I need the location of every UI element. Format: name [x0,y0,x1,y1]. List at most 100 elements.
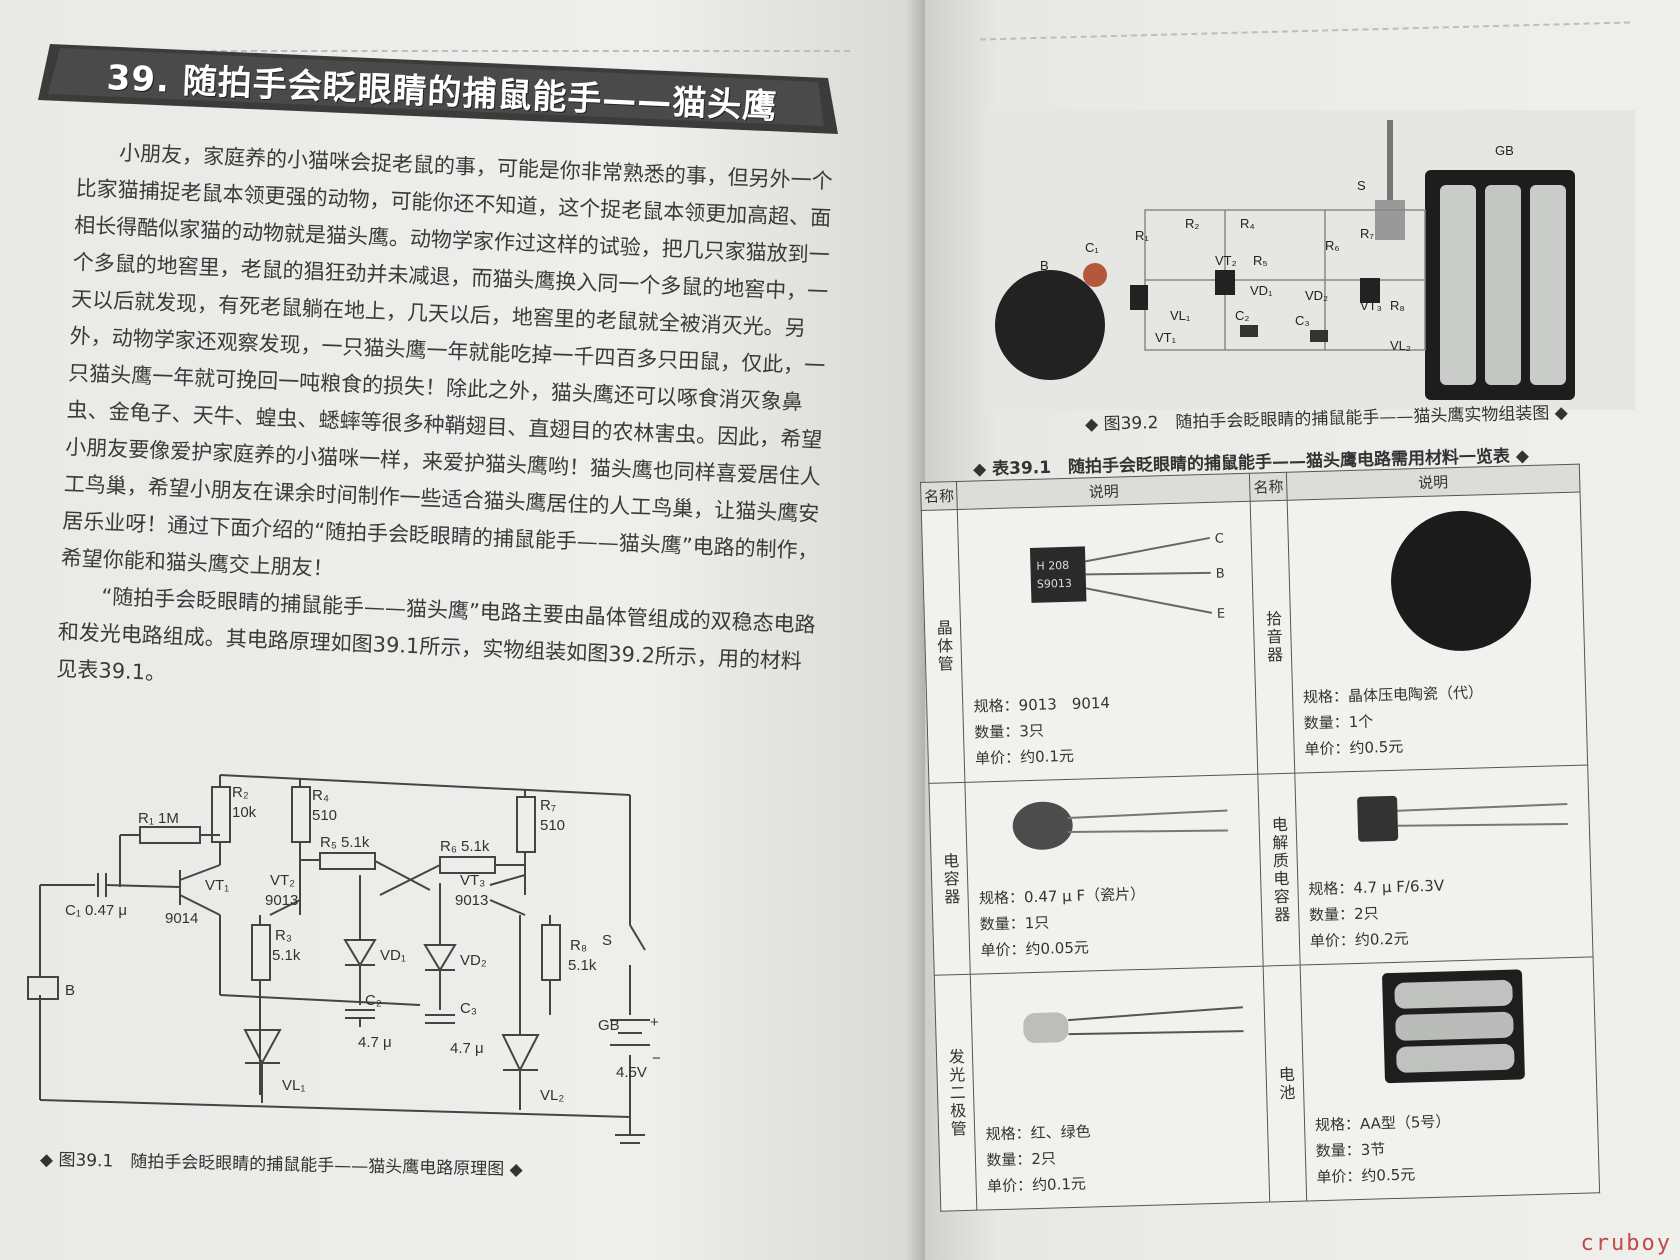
part-name: 电解质电容器 [1258,772,1301,967]
label-c1: C₁ 0.47 μ [65,902,127,919]
photo-label-r2: R₂ [1185,216,1199,231]
photo-label-c3: C₃ [1295,313,1310,328]
label-r8: R₈ [570,937,587,954]
transistor-mark-bottom: S9013 [1037,577,1072,591]
transistor-pin-b: B [1216,566,1225,581]
photo-label-b: B [1040,258,1049,273]
photo-label-vt2: VT₂ [1215,253,1237,268]
label-r7: R₇ [540,797,556,814]
part-spec: 规格：AA型（5号） [1314,1112,1451,1135]
part-specs: 规格：红、绿色 数量：2只 单价：约0.1元 [985,1118,1092,1199]
part-price: 单价：约0.2元 [1309,930,1409,951]
label-r2: R₂ [232,784,249,801]
label-vt3-value: 9013 [455,892,488,909]
transistor-photo: C B E H 208 S9013 [1030,531,1226,622]
top-dashed-rule [60,50,850,52]
part-price: 单价：约0.5元 [1304,737,1404,759]
part-qty: 数量：3只 [974,721,1045,742]
watermark: cruboy [1580,1231,1672,1256]
photo-label-c2: C₂ [1235,308,1249,323]
label-vl2: VL₂ [540,1087,564,1104]
part-name: 电容器 [928,782,971,976]
label-c3: C₃ [460,1000,477,1017]
part-spec: 规格：红、绿色 [985,1122,1091,1144]
part-specs: 规格：4.7 μ F/6.3V 数量：2只 单价：约0.2元 [1308,873,1446,955]
part-price: 单价：约0.5元 [1316,1165,1416,1187]
label-vt3: VT₃ [460,872,485,889]
part-spec: 规格：晶体压电陶瓷（代） [1302,683,1484,707]
label-r3-value: 5.1k [272,947,301,964]
transistor-pin-e: E [1217,606,1226,621]
part-spec: 规格：4.7 μ F/6.3V [1308,876,1445,899]
label-r3: R₃ [275,927,292,944]
part-desc: C B E H 208 S9013 规格：9013 9014 数量：3只 单价：… [957,501,1259,783]
table-row: 发光二极管 规格：红、绿色 数量：2只 单价：约0.1元 电池 [934,957,1600,1212]
photo-label-r6: R₆ [1325,238,1340,253]
electrolytic-photo [1356,795,1568,842]
part-specs: 规格：9013 9014 数量：3只 单价：约0.1元 [973,690,1111,772]
photo-label-c1: C₁ [1085,240,1099,255]
photo-label-r7: R₇ [1360,226,1374,241]
part-specs: 规格：0.47 μ F（瓷片） 数量：1只 单价：约0.05元 [979,881,1147,964]
label-c2-value: 4.7 μ [358,1034,392,1051]
label-r2-value: 10k [232,804,257,821]
capacitor-photo [1013,801,1229,850]
photo-label-vl2: VL₂ [1390,338,1411,353]
label-gb-value: 4.5V [616,1064,647,1081]
led-photo [1023,1006,1244,1044]
header-name-1: 名称 [920,481,958,511]
chapter-title-banner: 39. 随拍手会眨眼睛的捕鼠能手——猫头鹰 [38,42,848,138]
photo-label-r1: R₁ [1135,228,1149,243]
part-desc: 规格：红、绿色 数量：2只 单价：约0.1元 [970,966,1271,1211]
label-r1: R₁ 1M [138,810,179,827]
left-page: 39. 随拍手会眨眼睛的捕鼠能手——猫头鹰 小朋友，家庭养的小猫咪会捉老鼠的事，… [0,0,925,1260]
part-qty: 数量：2只 [1308,904,1379,925]
photo-label-vt3: VT₃ [1360,298,1382,313]
label-r7-value: 510 [540,817,565,834]
body-text: 小朋友，家庭养的小猫咪会捉老鼠的事，可能是你非常熟悉的事，但另外一个比家猫捕捉老… [0,130,839,718]
title-banner-shape [38,44,838,134]
battery-holder-photo [1381,969,1525,1084]
label-vt2-value: 9013 [265,892,298,909]
photo-label-gb: GB [1495,143,1514,158]
photo-label-r5: R₅ [1253,253,1268,268]
body-paragraph-1: 小朋友，家庭养的小猫咪会捉老鼠的事，可能是你非常熟悉的事，但另外一个比家猫捕捉老… [60,140,834,581]
part-desc: 规格：4.7 μ F/6.3V 数量：2只 单价：约0.2元 [1294,764,1594,966]
label-vl1: VL₁ [282,1077,305,1094]
label-vd2: VD₂ [460,952,487,969]
label-s: S [602,932,612,949]
photo-label-vt1: VT₁ [1155,330,1177,345]
part-desc: 规格：0.47 μ F（瓷片） 数量：1只 单价：约0.05元 [965,773,1264,975]
label-vt1: VT₁ [205,877,229,894]
transistor-mark-top: H 208 [1037,559,1070,573]
photo-label-r8: R₈ [1390,298,1405,313]
label-gb: GB [598,1017,620,1034]
part-price: 单价：约0.05元 [980,938,1090,960]
header-name-2: 名称 [1249,472,1288,502]
part-spec: 规格：9013 9014 [973,693,1111,716]
label-vd1: VD₁ [380,947,406,964]
label-r8-value: 5.1k [568,957,597,974]
label-c3-value: 4.7 μ [450,1040,484,1057]
label-vt1-value: 9014 [165,910,198,927]
part-qty: 数量：3节 [1315,1140,1386,1161]
photo-label-s: S [1357,178,1366,193]
table-row: 电容器 规格：0.47 μ F（瓷片） 数量：1只 单价：约0.05元 电解质电… [928,764,1594,976]
assembly-photo: GB S B C₁ R₁ R₂ R₄ R₅ R₆ R₇ R₈ VT₂ VL₁ V… [985,110,1635,410]
transistor-pin-c: C [1215,531,1224,546]
top-dashed-rule-right [980,21,1630,41]
label-r4-value: 510 [312,807,337,824]
part-price: 单价：约0.1元 [986,1174,1087,1196]
label-r5: R₅ 5.1k [320,834,370,851]
label-minus: − [652,1050,660,1067]
label-vt2: VT₂ [270,872,295,889]
circuit-schematic: R₂ 10k R₁ 1M R₄ 510 R₅ 5.1k R₆ 5.1k R₇ 5… [27,774,660,1144]
label-b: B [65,982,75,999]
part-specs: 规格：AA型（5号） 数量：3节 单价：约0.5元 [1315,1108,1453,1190]
part-price: 单价：约0.1元 [974,746,1075,768]
part-specs: 规格：晶体压电陶瓷（代） 数量：1个 单价：约0.5元 [1303,679,1485,762]
materials-table-wrap: 名称 说明 名称 说明 晶体管 C B E H 208 S9013 [920,463,1620,1222]
label-c2: C₂ [365,992,382,1009]
part-qty: 数量：2只 [986,1149,1057,1170]
photo-label-vd1: VD₁ [1250,283,1273,298]
